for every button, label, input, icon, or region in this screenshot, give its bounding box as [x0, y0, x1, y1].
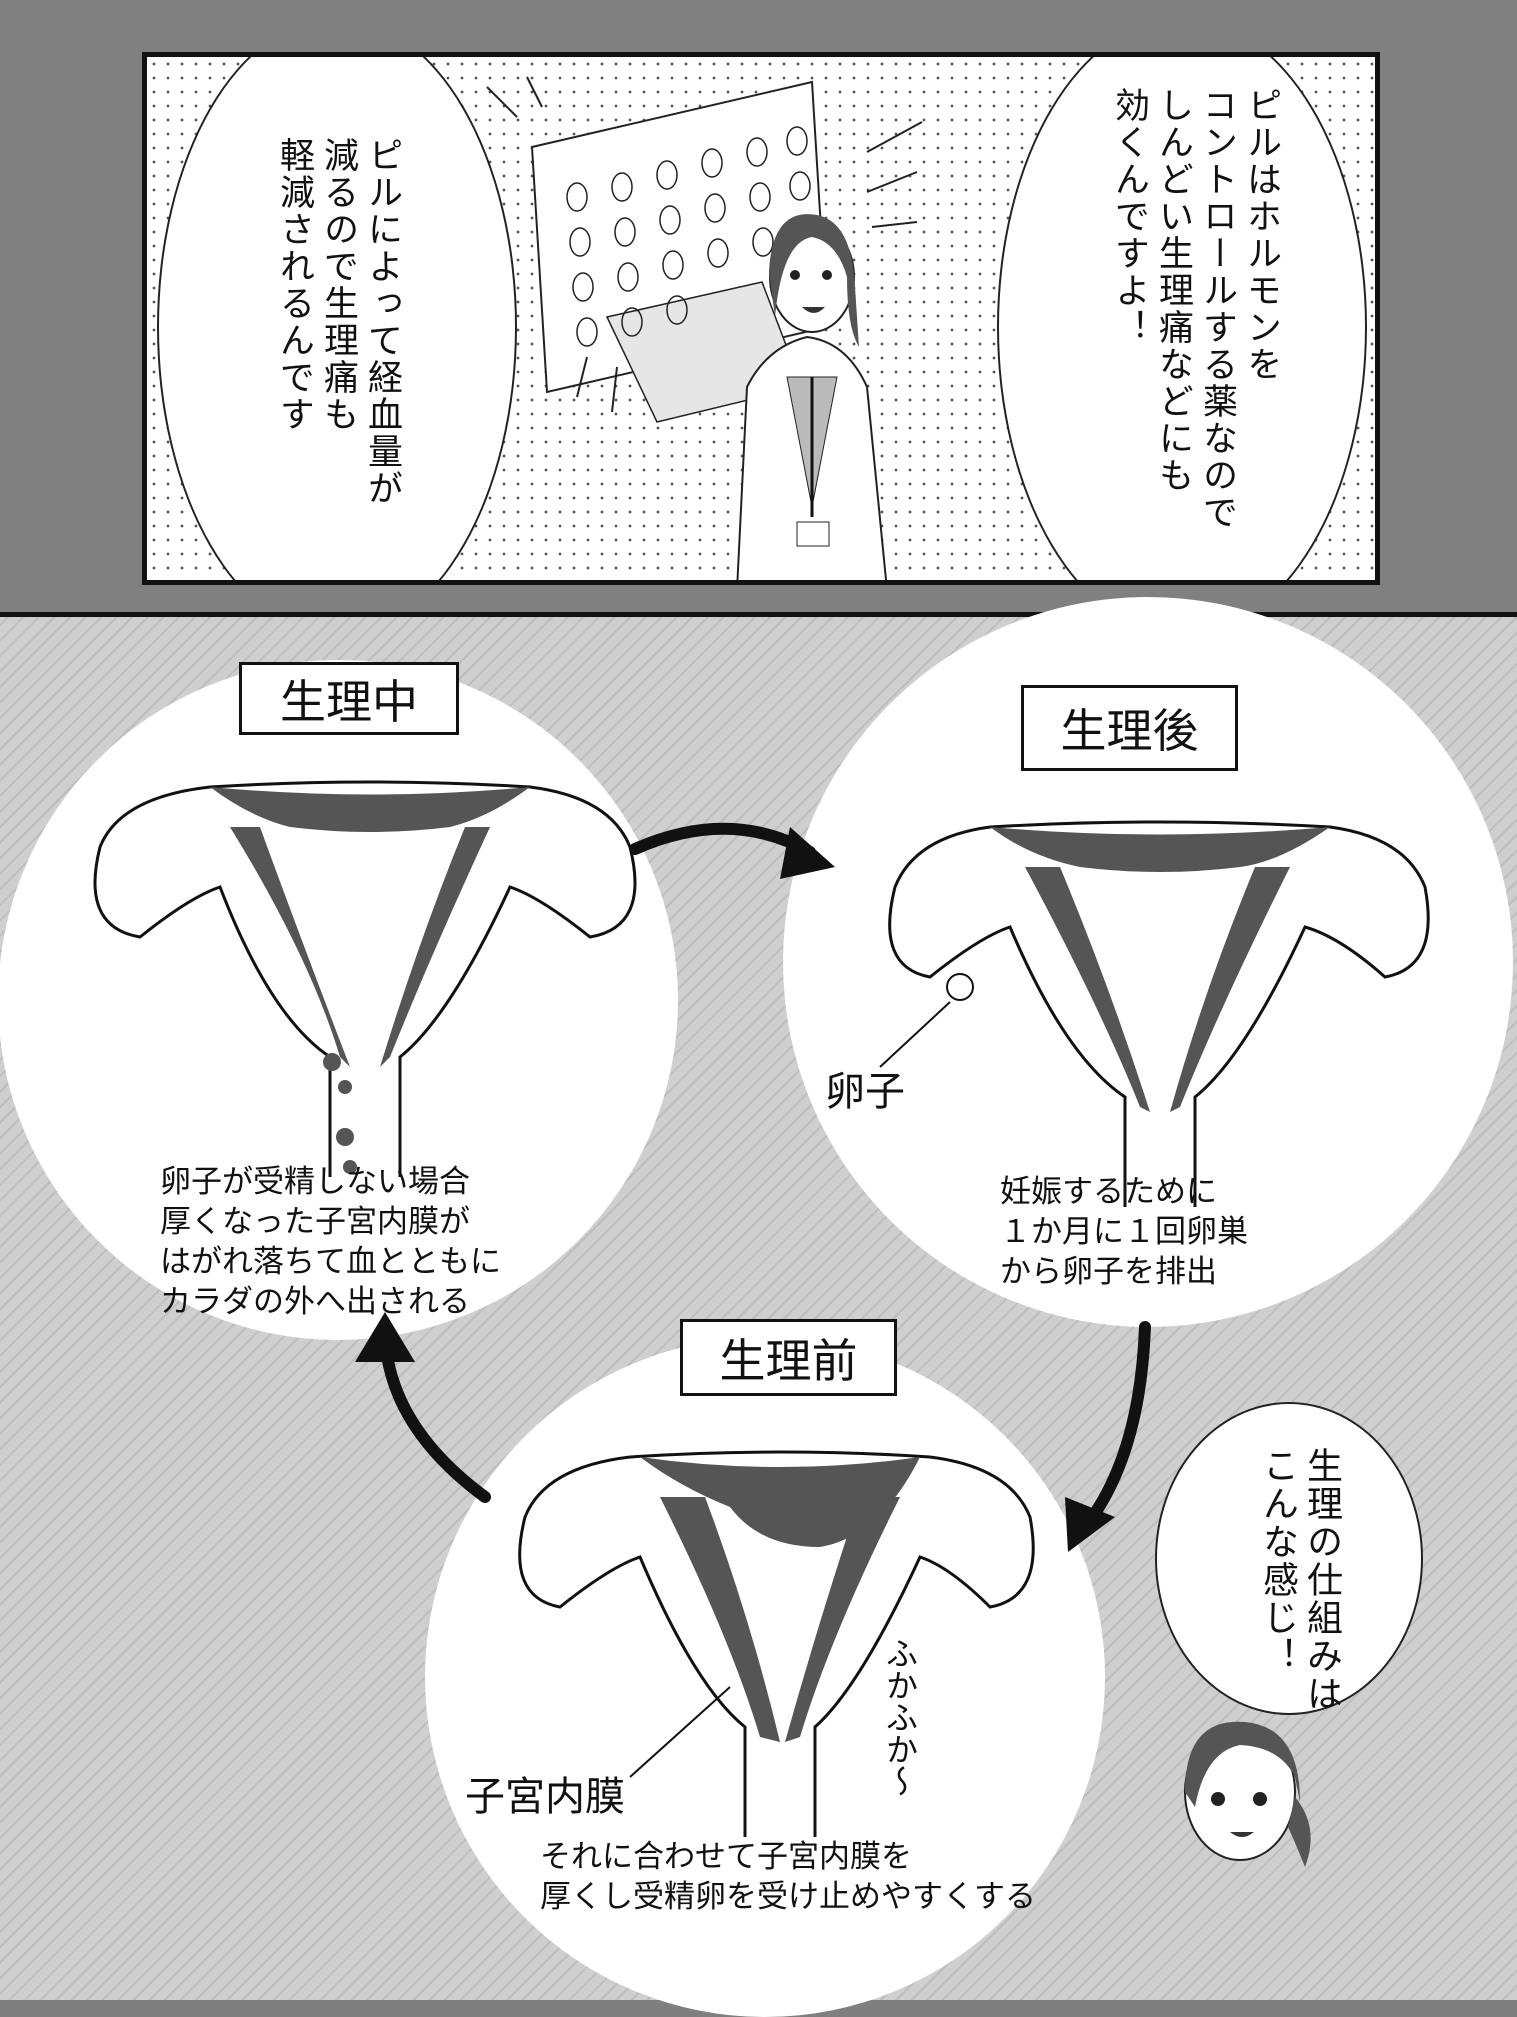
caption-line: はがれ落ちて血とともに: [160, 1244, 501, 1280]
bubble-line: 生理の仕組みは: [1301, 1447, 1342, 1713]
pill-pack-illustration: [486, 76, 923, 580]
bubble-line: しんどい生理痛などにも: [1153, 87, 1193, 494]
stage-label-menstruation: 生理中: [239, 662, 459, 735]
manga-panel: ピルによって経血量が 減るので生理痛も 軽減されるんです ピルはホルモンを コン…: [142, 52, 1380, 585]
annotation-ovum: 卵子: [825, 1069, 905, 1115]
uterus-illustration-post: [879, 820, 1430, 1207]
caption-pre: それに合わせて子宮内膜を 厚くし受精卵を受け止めやすくする: [540, 1837, 1036, 1917]
top-background: ピルによって経血量が 減るので生理痛も 軽減されるんです ピルはホルモンを コン…: [0, 0, 1517, 612]
stage-label-pre: 生理前: [680, 1319, 897, 1396]
caption-line: 厚くなった子宮内膜が: [160, 1204, 470, 1240]
bubble-line: ピルはホルモンを: [1241, 87, 1281, 383]
cycle-arrows: [355, 822, 1151, 1552]
doctor-face: [1184, 1721, 1311, 1867]
bubble-line: 効くんですよ！: [1109, 87, 1149, 346]
caption-menstruation: 卵子が受精しない場合 厚くなった子宮内膜が はがれ落ちて血とともに カラダの外へ…: [160, 1162, 501, 1322]
uterus-illustration-pre: [518, 1450, 1035, 1837]
bubble-line: コントロールする薬なので: [1197, 87, 1237, 531]
caption-line: １か月に１回卵巣: [1000, 1214, 1248, 1250]
uterus-illustration-menstruation: [93, 780, 637, 1177]
bubble-left-text: ピルによって経血量が 減るので生理痛も 軽減されるんです: [272, 137, 404, 507]
caption-line: 卵子が受精しない場合: [160, 1164, 470, 1200]
bubble-line: ピルによって経血量が: [362, 137, 402, 507]
caption-line: から卵子を排出: [1000, 1254, 1217, 1290]
annotation-endometrium: 子宮内膜: [465, 1774, 625, 1820]
sfx-fukafuka: ふかふか〜: [881, 1637, 919, 1797]
speech-bubble-left: [157, 57, 517, 580]
explainer-bubble-text: 生理の仕組みは こんな感じ！: [1255, 1447, 1343, 1713]
speech-bubble-right: [997, 57, 1367, 580]
bubble-line: 軽減されるんです: [274, 137, 314, 433]
caption-line: カラダの外へ出される: [160, 1284, 470, 1320]
bubble-line: 減るので生理痛も: [318, 137, 358, 433]
caption-line: 厚くし受精卵を受け止めやすくする: [540, 1879, 1036, 1915]
stage-label-post: 生理後: [1021, 685, 1238, 771]
caption-line: 妊娠するために: [1000, 1174, 1217, 1210]
bubble-right-text: ピルはホルモンを コントロールする薬なので しんどい生理痛などにも 効くんですよ…: [1107, 87, 1283, 531]
diagram-area: 生理中 生理後 生理前 卵子 子宮内膜 ふかふか〜 卵子が受精しない場合 厚くな…: [0, 597, 1517, 2017]
speech-bubble-explainer: [1155, 1402, 1423, 1715]
caption-line: それに合わせて子宮内膜を: [540, 1839, 912, 1875]
bubble-line: こんな感じ！: [1257, 1447, 1298, 1675]
caption-post: 妊娠するために １か月に１回卵巣 から卵子を排出: [1000, 1172, 1248, 1292]
